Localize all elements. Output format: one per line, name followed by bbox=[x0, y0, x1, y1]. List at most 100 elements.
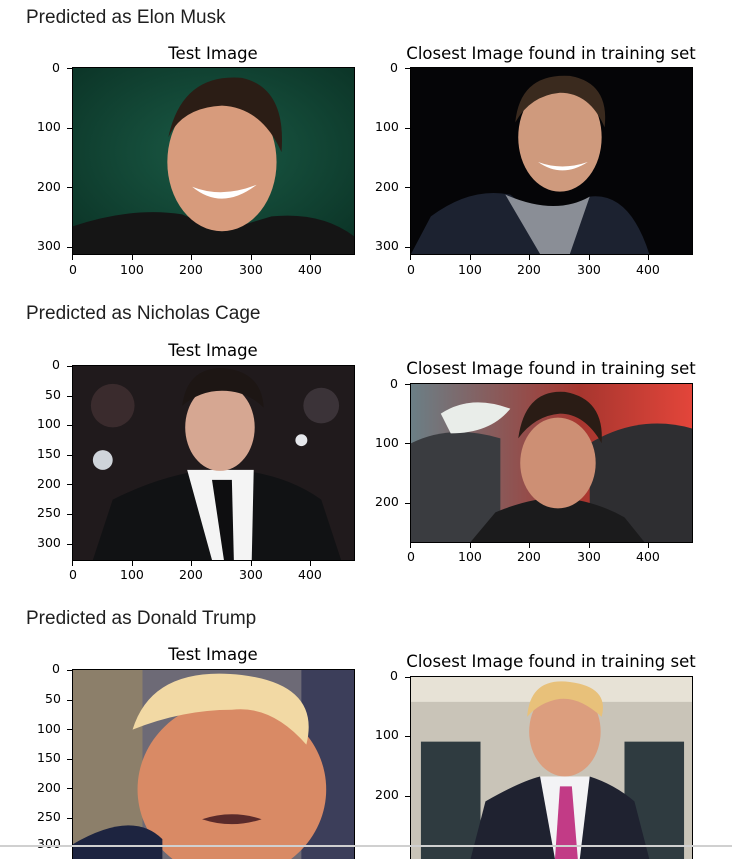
y-tick-label: 100 bbox=[37, 416, 61, 431]
x-tick-label: 300 bbox=[577, 549, 601, 564]
y-tick-label: 50 bbox=[45, 691, 61, 706]
match-image-elon-musk bbox=[410, 67, 693, 255]
x-tick-mark bbox=[589, 255, 590, 260]
prediction-heading-1: Predicted as Elon Musk bbox=[26, 7, 226, 28]
y-tick-label: 100 bbox=[37, 721, 61, 736]
y-tick-mark bbox=[67, 484, 72, 485]
y-tick-label: 0 bbox=[390, 60, 398, 75]
y-tick-label: 100 bbox=[375, 119, 399, 134]
y-tick-label: 300 bbox=[37, 535, 61, 550]
y-tick-label: 0 bbox=[390, 668, 398, 683]
y-tick-label: 300 bbox=[37, 238, 61, 253]
y-tick-mark bbox=[67, 700, 72, 701]
x-tick-label: 300 bbox=[239, 262, 263, 277]
match-image-title-3: Closest Image found in training set bbox=[406, 652, 696, 671]
y-tick-mark bbox=[67, 544, 72, 545]
y-tick-mark bbox=[405, 68, 410, 69]
y-tick-label: 300 bbox=[375, 238, 399, 253]
test-image-donald-trump bbox=[72, 669, 355, 859]
y-tick-label: 250 bbox=[37, 505, 61, 520]
x-tick-mark bbox=[191, 255, 192, 260]
y-tick-mark bbox=[67, 788, 72, 789]
y-tick-mark bbox=[67, 729, 72, 730]
x-tick-label: 200 bbox=[517, 549, 541, 564]
x-tick-label: 100 bbox=[120, 567, 144, 582]
y-tick-mark bbox=[405, 384, 410, 385]
x-tick-mark bbox=[191, 561, 192, 566]
y-tick-mark bbox=[67, 670, 72, 671]
y-tick-mark bbox=[67, 68, 72, 69]
x-tick-mark bbox=[132, 561, 133, 566]
x-tick-label: 100 bbox=[120, 262, 144, 277]
y-tick-mark bbox=[67, 425, 72, 426]
y-tick-mark bbox=[405, 128, 410, 129]
x-tick-mark bbox=[310, 561, 311, 566]
x-tick-label: 200 bbox=[179, 567, 203, 582]
x-tick-mark bbox=[529, 543, 530, 548]
test-image-nicholas-cage bbox=[72, 365, 355, 561]
prediction-heading-3: Predicted as Donald Trump bbox=[26, 608, 257, 629]
y-tick-label: 100 bbox=[375, 435, 399, 450]
x-tick-label: 0 bbox=[69, 262, 77, 277]
x-tick-label: 200 bbox=[517, 262, 541, 277]
test-image-elon-musk bbox=[72, 67, 355, 255]
y-tick-mark bbox=[405, 187, 410, 188]
match-image-nicholas-cage bbox=[410, 383, 693, 543]
x-tick-label: 100 bbox=[458, 262, 482, 277]
y-tick-mark bbox=[405, 677, 410, 678]
x-tick-mark bbox=[72, 561, 73, 566]
x-tick-mark bbox=[648, 543, 649, 548]
y-tick-label: 200 bbox=[37, 179, 61, 194]
y-tick-mark bbox=[67, 187, 72, 188]
x-tick-label: 200 bbox=[179, 262, 203, 277]
x-tick-mark bbox=[410, 255, 411, 260]
y-tick-label: 250 bbox=[37, 809, 61, 824]
y-tick-label: 200 bbox=[37, 476, 61, 491]
y-tick-mark bbox=[67, 247, 72, 248]
match-image-title-1: Closest Image found in training set bbox=[406, 44, 696, 63]
y-tick-label: 200 bbox=[37, 780, 61, 795]
y-tick-mark bbox=[405, 503, 410, 504]
y-tick-label: 0 bbox=[52, 60, 60, 75]
x-tick-label: 0 bbox=[407, 549, 415, 564]
prediction-heading-2: Predicted as Nicholas Cage bbox=[26, 303, 261, 324]
x-tick-mark bbox=[470, 543, 471, 548]
y-tick-label: 200 bbox=[375, 494, 399, 509]
x-tick-mark bbox=[132, 255, 133, 260]
y-tick-label: 200 bbox=[375, 787, 399, 802]
y-tick-label: 50 bbox=[45, 387, 61, 402]
x-tick-label: 300 bbox=[577, 262, 601, 277]
y-tick-mark bbox=[67, 818, 72, 819]
test-image-title-2: Test Image bbox=[168, 341, 258, 360]
y-tick-mark bbox=[67, 455, 72, 456]
y-tick-label: 0 bbox=[52, 661, 60, 676]
x-tick-mark bbox=[310, 255, 311, 260]
x-tick-label: 400 bbox=[298, 262, 322, 277]
y-tick-label: 100 bbox=[375, 727, 399, 742]
y-tick-mark bbox=[67, 759, 72, 760]
test-image-title-3: Test Image bbox=[168, 645, 258, 664]
x-tick-label: 400 bbox=[636, 549, 660, 564]
x-tick-mark bbox=[529, 255, 530, 260]
x-tick-label: 400 bbox=[636, 262, 660, 277]
y-tick-mark bbox=[405, 736, 410, 737]
x-tick-mark bbox=[648, 255, 649, 260]
x-tick-mark bbox=[589, 543, 590, 548]
y-tick-mark bbox=[67, 396, 72, 397]
test-image-title-1: Test Image bbox=[168, 44, 258, 63]
y-tick-label: 100 bbox=[37, 119, 61, 134]
match-image-title-2: Closest Image found in training set bbox=[406, 359, 696, 378]
match-image-donald-trump bbox=[410, 676, 693, 859]
x-tick-mark bbox=[72, 255, 73, 260]
x-tick-label: 300 bbox=[239, 567, 263, 582]
y-tick-mark bbox=[67, 366, 72, 367]
y-tick-label: 0 bbox=[390, 376, 398, 391]
x-tick-label: 0 bbox=[407, 262, 415, 277]
x-tick-label: 400 bbox=[298, 567, 322, 582]
y-tick-mark bbox=[67, 128, 72, 129]
y-tick-label: 0 bbox=[52, 357, 60, 372]
x-tick-label: 100 bbox=[458, 549, 482, 564]
y-tick-mark bbox=[405, 796, 410, 797]
x-tick-mark bbox=[251, 255, 252, 260]
y-tick-mark bbox=[405, 247, 410, 248]
